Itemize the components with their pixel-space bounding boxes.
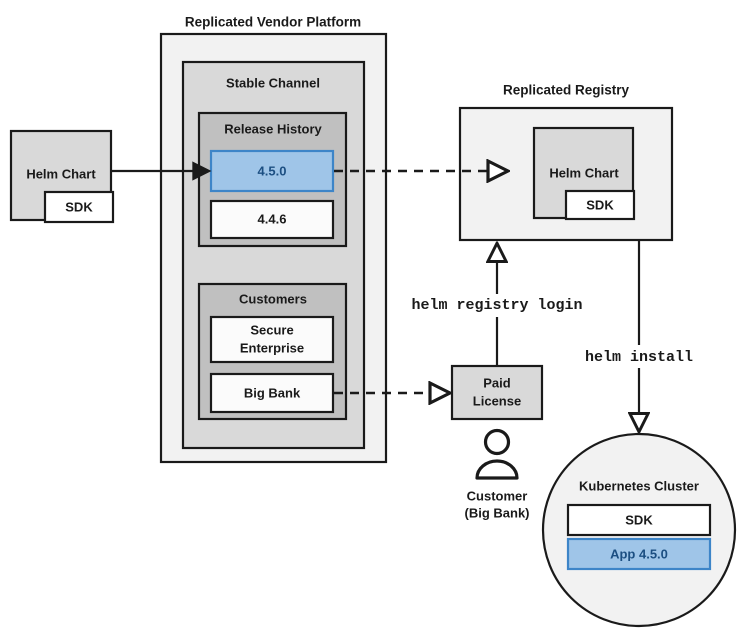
source-helm-chart-label: Helm Chart <box>26 166 96 181</box>
customer-actor-label-line2: (Big Bank) <box>465 505 530 520</box>
vendor-platform-title: Replicated Vendor Platform <box>185 15 361 30</box>
paid-license-group: Paid License <box>450 364 544 421</box>
paid-license-label-line2: License <box>473 393 521 408</box>
cluster-component-sdk <box>566 503 712 537</box>
customer-item-secure-enterprise-label-line2: Enterprise <box>240 340 304 355</box>
release-item-446[interactable] <box>209 199 335 240</box>
release-history-label: Release History <box>224 121 322 136</box>
registry-sdk-label: SDK <box>586 197 614 212</box>
command-install-label-top: helm install <box>585 349 693 366</box>
source-helm-chart-group: Helm Chart SDK <box>9 129 115 224</box>
customer-item-secure-enterprise[interactable] <box>209 315 335 364</box>
release-item-450-label: 4.5.0 <box>258 163 287 178</box>
customer-item-big-bank[interactable] <box>209 372 335 414</box>
kubernetes-cluster-label: Kubernetes Cluster <box>579 478 699 493</box>
login-label-backdrop <box>404 294 591 317</box>
customer-item-secure-enterprise-label-line1: Secure <box>250 322 293 337</box>
cluster-component-app <box>566 537 712 571</box>
stable-channel-label: Stable Channel <box>226 75 320 90</box>
paid-license-label-line1: Paid <box>483 375 511 390</box>
source-sdk-label: SDK <box>65 199 93 214</box>
command-registry-login-label-top: helm registry login <box>411 297 582 314</box>
registry-group: Helm Chart SDK <box>458 106 674 242</box>
person-icon <box>475 428 519 480</box>
customer-item-big-bank-label: Big Bank <box>244 385 301 400</box>
cluster-component-sdk-label: SDK <box>625 512 653 527</box>
customer-actor-label-line1: Customer <box>467 488 528 503</box>
release-item-450[interactable] <box>209 149 335 193</box>
registry-title: Replicated Registry <box>503 83 630 98</box>
kubernetes-cluster-group: Kubernetes Cluster SDK App 4.5.0 <box>541 432 737 628</box>
source-sdk-box <box>43 190 115 224</box>
registry-sdk-box <box>564 189 636 221</box>
customers-label: Customers <box>239 291 307 306</box>
vendor-platform-container: Stable Channel Release History 4.5.0 4.4… <box>159 32 388 464</box>
release-item-446-label: 4.4.6 <box>258 211 287 226</box>
customer-actor-group: Customer (Big Bank) <box>465 428 530 520</box>
registry-helm-chart-label: Helm Chart <box>549 165 619 180</box>
install-label-backdrop <box>571 345 708 368</box>
cluster-component-app-label: App 4.5.0 <box>610 546 668 561</box>
